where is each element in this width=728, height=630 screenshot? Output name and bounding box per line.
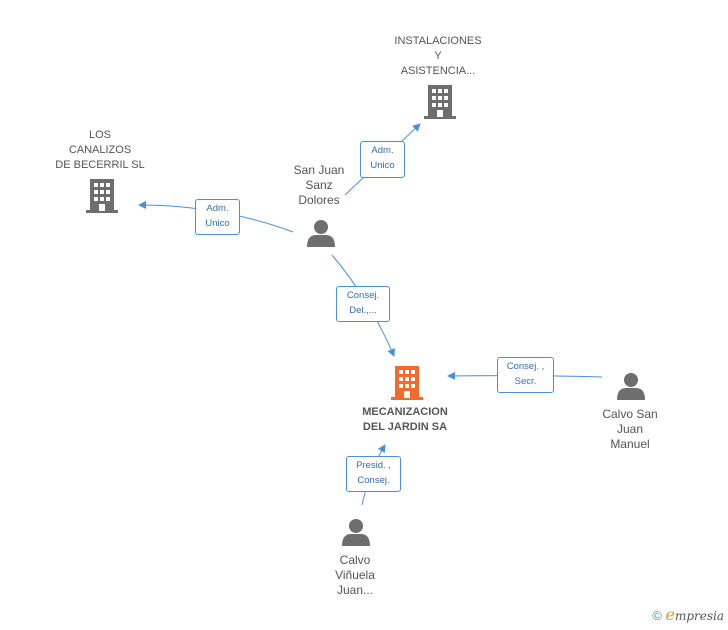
node-san-juan-sanz-dolores[interactable]: San Juan Sanz Dolores (269, 163, 369, 208)
role-badge-line: Secr. (514, 376, 537, 387)
role-badge-adm-unico[interactable]: Adm. Unico (360, 141, 405, 178)
node-calvo-vinuela-juan[interactable]: Calvo Viñuela Juan... (310, 553, 400, 598)
node-label-line: Juan... (336, 583, 374, 597)
copyright-icon: © (652, 608, 662, 623)
node-label-line: DEL JARDIN SA (362, 421, 448, 433)
node-instalaciones[interactable]: INSTALACIONES Y ASISTENCIA... (378, 34, 498, 79)
person-icon (617, 373, 645, 400)
building-icon (86, 179, 118, 213)
role-badge-line: Presid. , (356, 460, 391, 471)
role-badge-adm-unico[interactable]: Adm. Unico (195, 199, 240, 235)
node-label-line: LOS (88, 129, 111, 141)
role-badge-line: Consej. , (506, 361, 545, 372)
node-label-line: CANALIZOS (68, 144, 132, 156)
node-label-line: Y (434, 50, 442, 62)
role-badge-consej-secr[interactable]: Consej. , Secr. (497, 357, 554, 393)
brand-logo-text: mpresia (674, 609, 724, 623)
node-label-line: MECANIZACION (362, 406, 448, 418)
node-label-line: Sanz (305, 178, 333, 192)
role-badge-line: Unico (205, 218, 230, 229)
role-badge-line: Unico (370, 160, 395, 171)
role-badge-line: Consej. (357, 475, 390, 486)
node-label-line: Calvo San (602, 407, 658, 421)
node-label-line: DE BECERRIL SL (55, 159, 145, 171)
brand-logo-initial: e (665, 605, 675, 624)
building-icon (424, 85, 456, 119)
node-label-line: Dolores (298, 193, 340, 207)
role-badge-line: Adm. (371, 145, 394, 156)
node-label-line: Viñuela (335, 568, 375, 582)
person-icon (307, 220, 335, 247)
node-label-line: Juan (616, 422, 644, 436)
empresia-brand: © empresia (652, 605, 724, 624)
node-label-line: Calvo (339, 553, 371, 567)
node-mecanizacion-del-jardin[interactable]: MECANIZACION DEL JARDIN SA (345, 405, 465, 435)
node-label-line: Manuel (610, 437, 650, 451)
role-badge-consej-del[interactable]: Consej. Del.,... (336, 286, 390, 322)
node-label-line: ASISTENCIA... (400, 65, 476, 77)
person-icon (342, 519, 370, 546)
node-label-line: INSTALACIONES (394, 35, 482, 47)
node-los-canalizos[interactable]: LOS CANALIZOS DE BECERRIL SL (40, 128, 160, 173)
node-label-line: San Juan (293, 163, 345, 177)
brand-logo: empresia (665, 605, 724, 624)
role-badge-line: Adm. (206, 203, 229, 214)
node-calvo-san-juan-manuel[interactable]: Calvo San Juan Manuel (584, 407, 676, 452)
role-badge-presid-consej[interactable]: Presid. , Consej. (346, 456, 401, 492)
building-icon (391, 366, 423, 400)
role-badge-line: Del.,... (349, 305, 377, 316)
role-badge-line: Consej. (346, 290, 380, 301)
